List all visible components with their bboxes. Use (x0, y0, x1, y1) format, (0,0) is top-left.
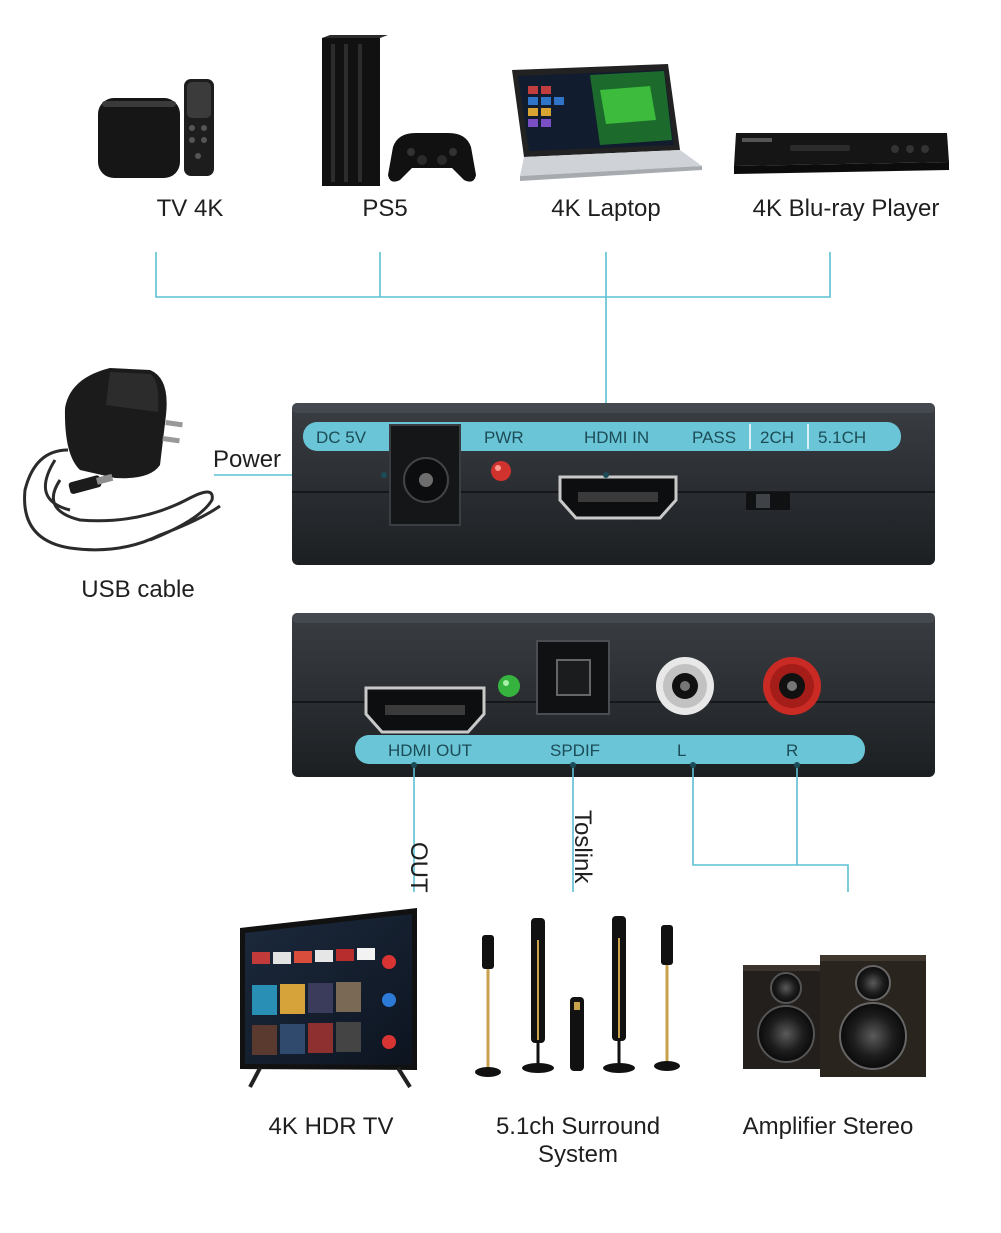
toslink-connection-label: Toslink (569, 810, 596, 884)
source-label-ps5: PS5 (362, 195, 408, 222)
source-label-tv4k: TV 4K (156, 195, 224, 222)
out-connection-label: OUT (405, 842, 432, 893)
dest-label-tv: 4K HDR TV (268, 1113, 394, 1140)
port-dots (381, 472, 800, 768)
label-pwr: PWR (484, 428, 524, 447)
label-spdif: SPDIF (550, 741, 600, 760)
power-label: Power (213, 446, 282, 473)
usb-cable-label: USB cable (81, 576, 195, 603)
source-label-laptop: 4K Laptop (551, 195, 661, 222)
label-r: R (786, 741, 798, 760)
ps-console-icon (322, 35, 388, 186)
power-adapter-icon (23, 368, 221, 552)
label-pass: PASS (692, 428, 736, 447)
label-hdmi-in: HDMI IN (584, 428, 649, 447)
bluray-player-icon (734, 133, 949, 174)
source-label-bluray: 4K Blu-ray Player (752, 195, 940, 222)
label-2ch: 2CH (760, 428, 794, 447)
remote-icon (184, 79, 214, 176)
laptop-icon (512, 64, 702, 181)
input-panel-device (292, 403, 935, 565)
label-hdmi-out: HDMI OUT (388, 741, 472, 760)
output-connection-lines (413, 765, 849, 892)
label-l: L (677, 741, 686, 760)
label-5-1ch: 5.1CH (818, 428, 866, 447)
output-panel-device (292, 613, 935, 777)
stereo-speakers-icon (743, 955, 926, 1077)
label-dc5v: DC 5V (316, 428, 367, 447)
tv-box-icon (98, 98, 180, 178)
surround-speakers-icon (475, 916, 680, 1077)
dest-label-surround-2: System (537, 1141, 619, 1168)
gamepad-icon (388, 132, 476, 182)
dest-label-amplifier: Amplifier Stereo (742, 1113, 914, 1140)
dest-label-surround-1: 5.1ch Surround (495, 1113, 661, 1140)
hdr-tv-icon (240, 908, 417, 1089)
